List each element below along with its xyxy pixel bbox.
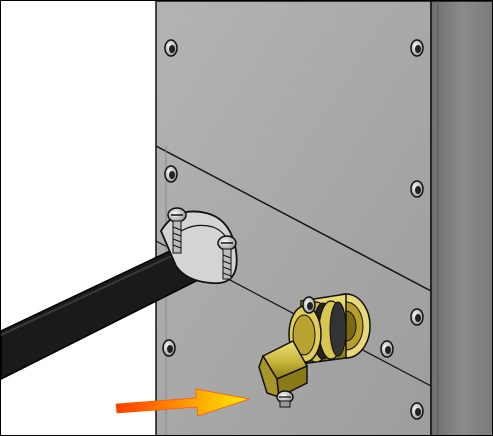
- screw-icon: [164, 165, 178, 183]
- clamp-screw-icon: [217, 235, 237, 280]
- screw-icon: [410, 308, 424, 326]
- panel-seam-upper: [155, 145, 432, 292]
- clamp-screw-icon: [167, 207, 187, 254]
- screw-icon: [410, 402, 424, 420]
- cable-clamp: [159, 207, 238, 285]
- screw-icon: [410, 39, 424, 57]
- screw-icon: [164, 39, 178, 57]
- panel-screws: [162, 39, 424, 420]
- screw-icon: [410, 180, 424, 198]
- screw-icon: [380, 340, 394, 358]
- screw-icon: [162, 339, 176, 357]
- side-wall: [430, 1, 492, 435]
- angled-connector: [258, 293, 371, 408]
- indicator-arrow: [115, 388, 251, 417]
- background-left: [1, 1, 156, 435]
- elbow-screw-icon: [276, 390, 294, 408]
